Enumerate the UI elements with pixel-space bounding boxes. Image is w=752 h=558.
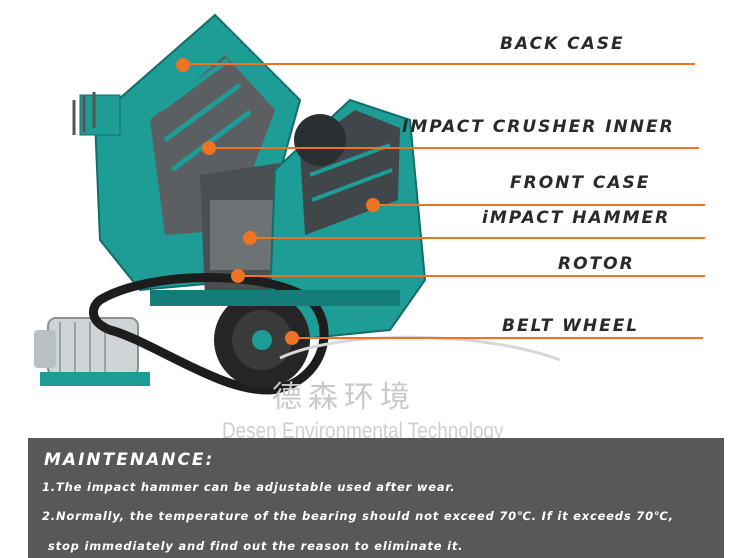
leader-line-back-case (183, 63, 695, 65)
label-impact-crusher-inner: IMPACT CRUSHER INNER (402, 117, 675, 137)
label-rotor: ROTOR (558, 254, 635, 274)
label-impact-hammer: iMPACT HAMMER (482, 208, 671, 228)
label-belt-wheel: BELT WHEEL (502, 316, 640, 336)
maintenance-line-1: 1.The impact hammer can be adjustable us… (42, 480, 456, 494)
leader-line-belt-wheel (292, 337, 703, 339)
leader-line-impact-hammer (250, 237, 705, 239)
maintenance-panel: MAINTENANCE: 1.The impact hammer can be … (28, 438, 724, 558)
label-back-case: BACK CASE (500, 34, 625, 54)
front-case-shape (268, 98, 427, 342)
belt-wheel-shape (89, 273, 329, 395)
maintenance-line-2: 2.Normally, the temperature of the beari… (42, 509, 674, 523)
watermark-chinese: 德森环境 (272, 380, 416, 415)
leader-line-rotor (238, 275, 705, 277)
diagram-area: 德森环境 Desen Environmental Technology BACK… (34, 13, 705, 443)
leader-line-impact-crusher-inner (209, 147, 699, 149)
motor (34, 317, 150, 386)
machine-base (150, 290, 400, 306)
leader-line-front-case (373, 204, 705, 206)
label-front-case: FRONT CASE (510, 173, 651, 193)
maintenance-title: MAINTENANCE: (44, 450, 215, 470)
callout-dot-back-case (176, 58, 190, 72)
maintenance-line-3: stop immediately and find out the reason… (48, 539, 464, 553)
impact-crusher-illustration (34, 13, 561, 395)
